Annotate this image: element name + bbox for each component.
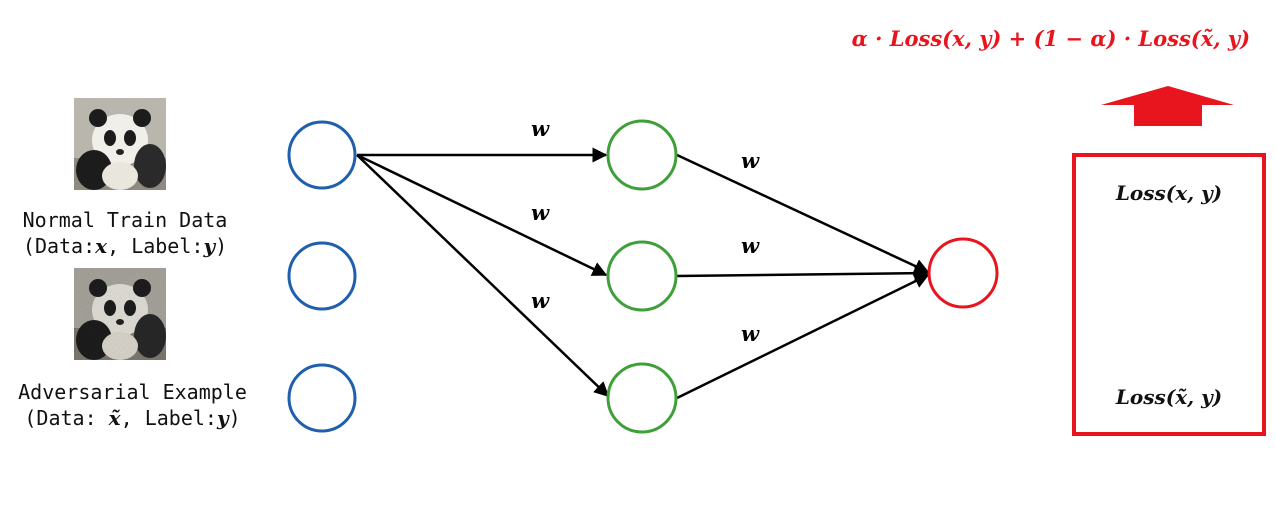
data-label: Data: xyxy=(36,406,109,430)
label-var: y xyxy=(216,406,229,430)
normal-panda-image xyxy=(74,98,166,190)
edge-hidden3-output xyxy=(676,273,930,400)
normal-data-subtitle: (Data:x, Label:y) xyxy=(10,233,240,259)
adversarial-title: Adversarial Example xyxy=(18,380,247,404)
hidden-node xyxy=(606,362,678,434)
edges xyxy=(356,147,930,400)
paren: ) xyxy=(228,406,241,430)
input-node xyxy=(287,241,357,311)
edge-hidden1-output xyxy=(676,153,930,274)
data-var: x xyxy=(95,234,108,258)
adversarial-panda-image xyxy=(74,268,166,360)
combined-loss-formula: α · Loss(x, y) + (1 − α) · Loss(x̃, y) xyxy=(851,26,1250,51)
output-node xyxy=(927,237,999,309)
paren: ) xyxy=(215,234,228,258)
weight-label: w xyxy=(741,233,760,258)
paren: ( xyxy=(24,406,37,430)
edge-input1-hidden2 xyxy=(356,153,608,277)
comma: , xyxy=(107,234,132,258)
weight-label: w xyxy=(531,200,550,225)
weight-label: w xyxy=(741,321,760,346)
adversarial-caption: Adversarial Example (Data: x̃, Label:y) xyxy=(5,379,260,431)
loss-box: Loss(x, y) Loss(x̃, y) xyxy=(1072,153,1266,436)
hidden-node xyxy=(606,119,678,191)
clean-loss-label: Loss(x, y) xyxy=(1115,181,1223,205)
adversarial-loss-label: Loss(x̃, y) xyxy=(1115,385,1223,409)
edge-hidden2-output xyxy=(676,265,930,281)
input-layer xyxy=(287,120,357,433)
weight-label: w xyxy=(531,288,550,313)
data-var: x̃ xyxy=(108,406,121,430)
label-label: Label: xyxy=(131,234,204,258)
up-arrow-icon xyxy=(1101,86,1234,126)
label-var: y xyxy=(203,234,216,258)
comma: , xyxy=(120,406,145,430)
weight-label: w xyxy=(741,148,760,173)
input-node xyxy=(287,120,357,190)
hidden-layer xyxy=(606,119,678,434)
label-label: Label: xyxy=(144,406,217,430)
hidden-node xyxy=(606,240,678,312)
weight-label: w xyxy=(531,116,550,141)
normal-data-caption: Normal Train Data (Data:x, Label:y) xyxy=(10,207,240,259)
input-node xyxy=(287,363,357,433)
adversarial-subtitle: (Data: x̃, Label:y) xyxy=(5,405,260,431)
edge-input1-hidden3 xyxy=(356,154,610,398)
paren: ( xyxy=(22,234,35,258)
normal-data-title: Normal Train Data xyxy=(22,208,228,232)
data-label: Data: xyxy=(34,234,96,258)
